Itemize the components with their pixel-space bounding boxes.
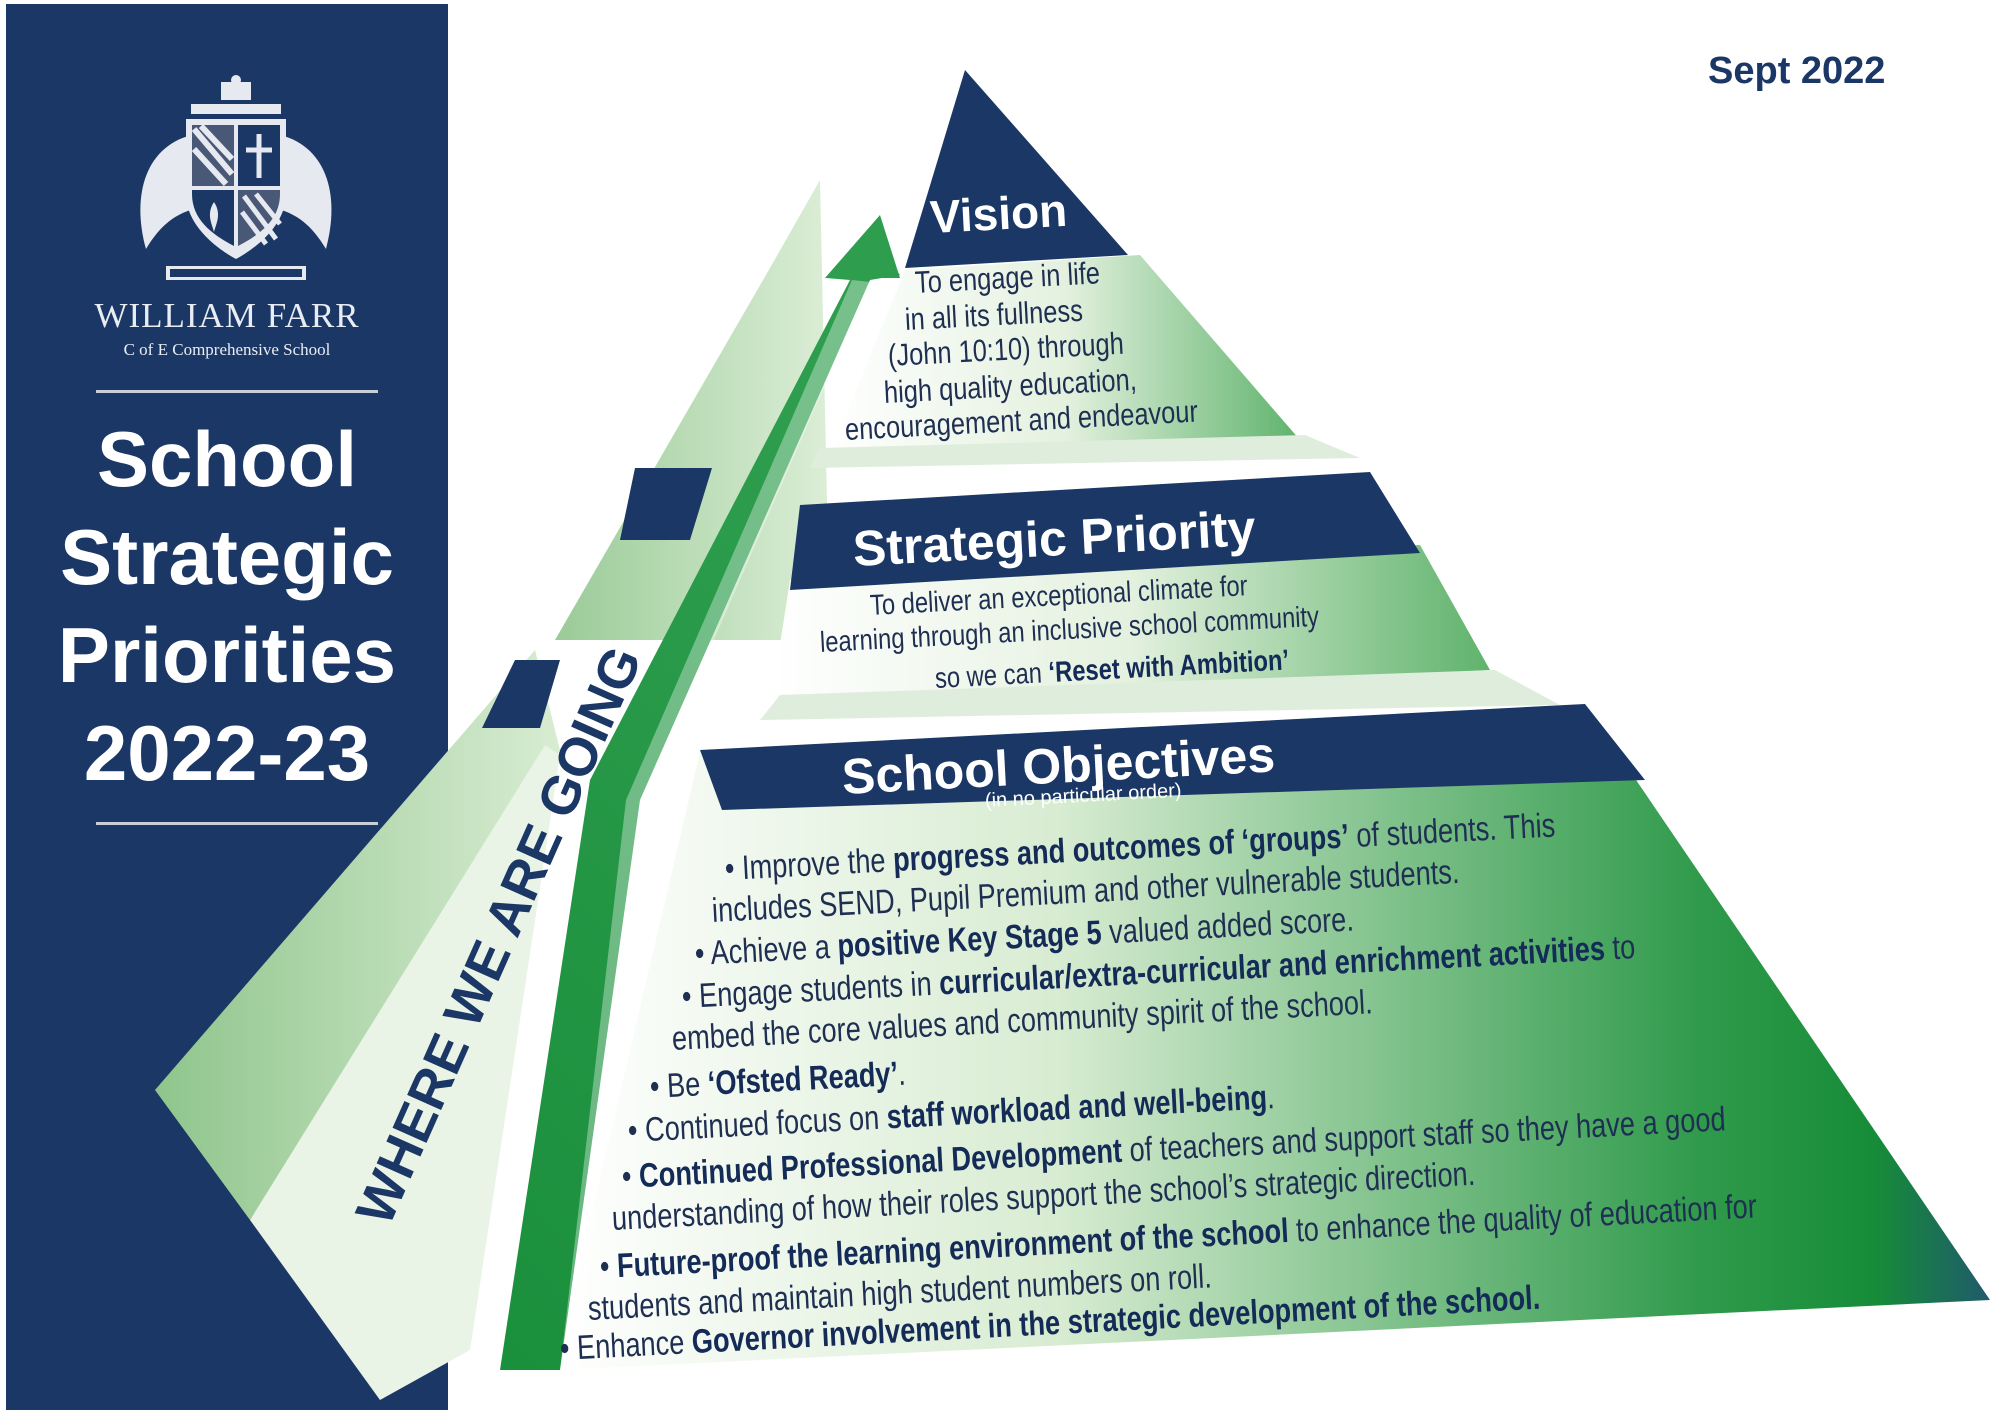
- page-title-line-1: School: [96, 415, 357, 503]
- page-title-line-4: 2022-23: [83, 709, 371, 797]
- date-label: Sept 2022: [1708, 50, 1886, 92]
- direction-arrow-icon: [500, 250, 900, 1370]
- objectives-face: [555, 705, 1990, 1370]
- page-title-line-2: Strategic: [60, 513, 394, 601]
- divider-bottom: [96, 822, 378, 825]
- vision-under-band: [810, 435, 1360, 468]
- school-crest-icon: [140, 75, 332, 280]
- page-title-line-3: Priorities: [57, 611, 397, 699]
- strategic-priority-under-band: [760, 670, 1560, 720]
- divider-top: [96, 390, 378, 393]
- pyramid-left-face-inner: [250, 745, 560, 1400]
- vision-face: [830, 255, 1300, 455]
- vision-apex: [905, 70, 1128, 268]
- school-name: WILLIAM FARR: [94, 296, 360, 335]
- vision-title: Vision: [928, 183, 1069, 243]
- strategic-priority-header-band: [790, 472, 1420, 590]
- school-subtitle: C of E Comprehensive School: [123, 340, 331, 359]
- pyramid-left-face-bottom: [155, 650, 560, 1220]
- left-tab-1: [620, 468, 712, 540]
- objectives-header-band: [700, 704, 1645, 810]
- strategic-priority-face: [770, 545, 1490, 708]
- left-tab-2: [482, 660, 560, 728]
